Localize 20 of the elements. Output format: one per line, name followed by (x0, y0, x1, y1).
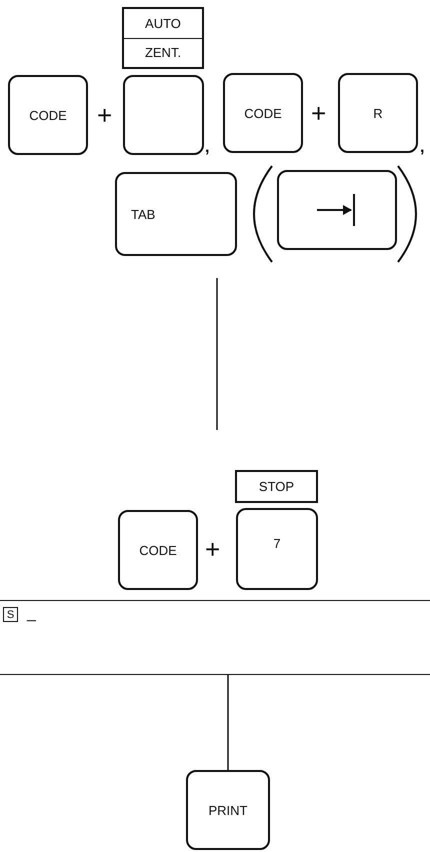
separator-comma: , (420, 138, 424, 158)
code-key: CODE (223, 73, 303, 153)
code-key: CODE (118, 510, 198, 590)
separator-comma: , (205, 138, 210, 158)
plus-sign: + (205, 536, 220, 562)
print-key: PRINT (186, 770, 270, 850)
blank-key (123, 75, 204, 155)
connector-line (227, 675, 229, 770)
display-panel (0, 600, 430, 675)
plus-sign: + (97, 102, 112, 128)
key-label-plate: STOP (235, 470, 318, 503)
cursor-mark: _ (27, 605, 36, 623)
letter-key: R (338, 73, 418, 153)
tab-key: TAB (115, 172, 237, 256)
tab-arrow-key (277, 170, 397, 250)
code-key: CODE (8, 75, 88, 155)
key-label-plate: AUTO ZENT. (122, 7, 204, 69)
plus-sign: + (311, 100, 326, 126)
number-key: 7 (236, 508, 318, 590)
status-indicator: S (3, 607, 18, 622)
